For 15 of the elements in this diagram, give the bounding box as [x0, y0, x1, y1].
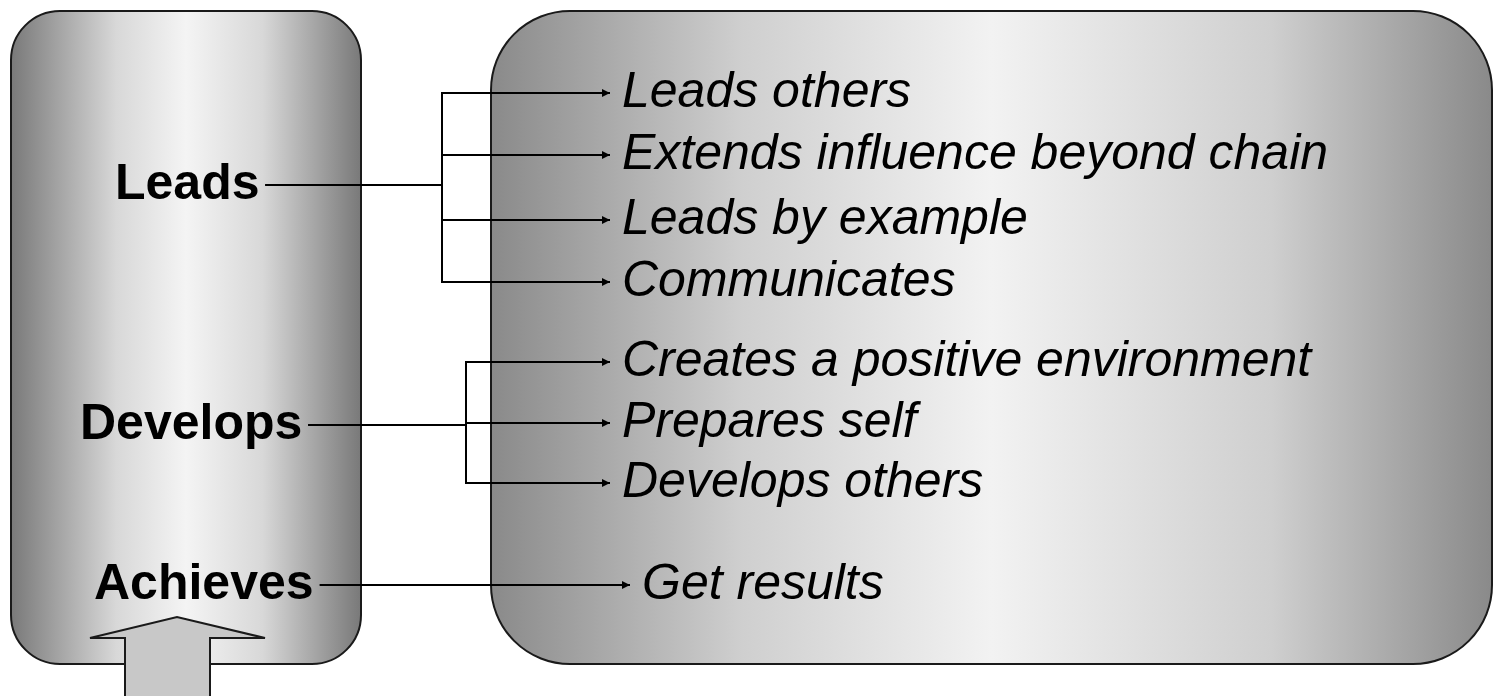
rounded-panel — [10, 10, 362, 665]
arrow — [307, 424, 611, 487]
behavior-label: Extends influence beyond chain — [622, 124, 1329, 180]
behavior-label: Leads by example — [622, 189, 1028, 245]
rounded-panel — [490, 10, 1493, 665]
category-label: Achieves — [94, 554, 314, 610]
behavior-label: Develops others — [622, 452, 984, 508]
behavior-label: Get results — [642, 554, 884, 610]
behavior-label: Creates a positive environment — [622, 331, 1312, 387]
category-label: Develops — [80, 394, 303, 450]
category-label: Leads — [115, 154, 260, 210]
behavior-label: Leads others — [622, 62, 912, 118]
arrow — [318, 581, 631, 589]
arrow — [264, 184, 611, 286]
behavior-label: Communicates — [622, 251, 956, 307]
